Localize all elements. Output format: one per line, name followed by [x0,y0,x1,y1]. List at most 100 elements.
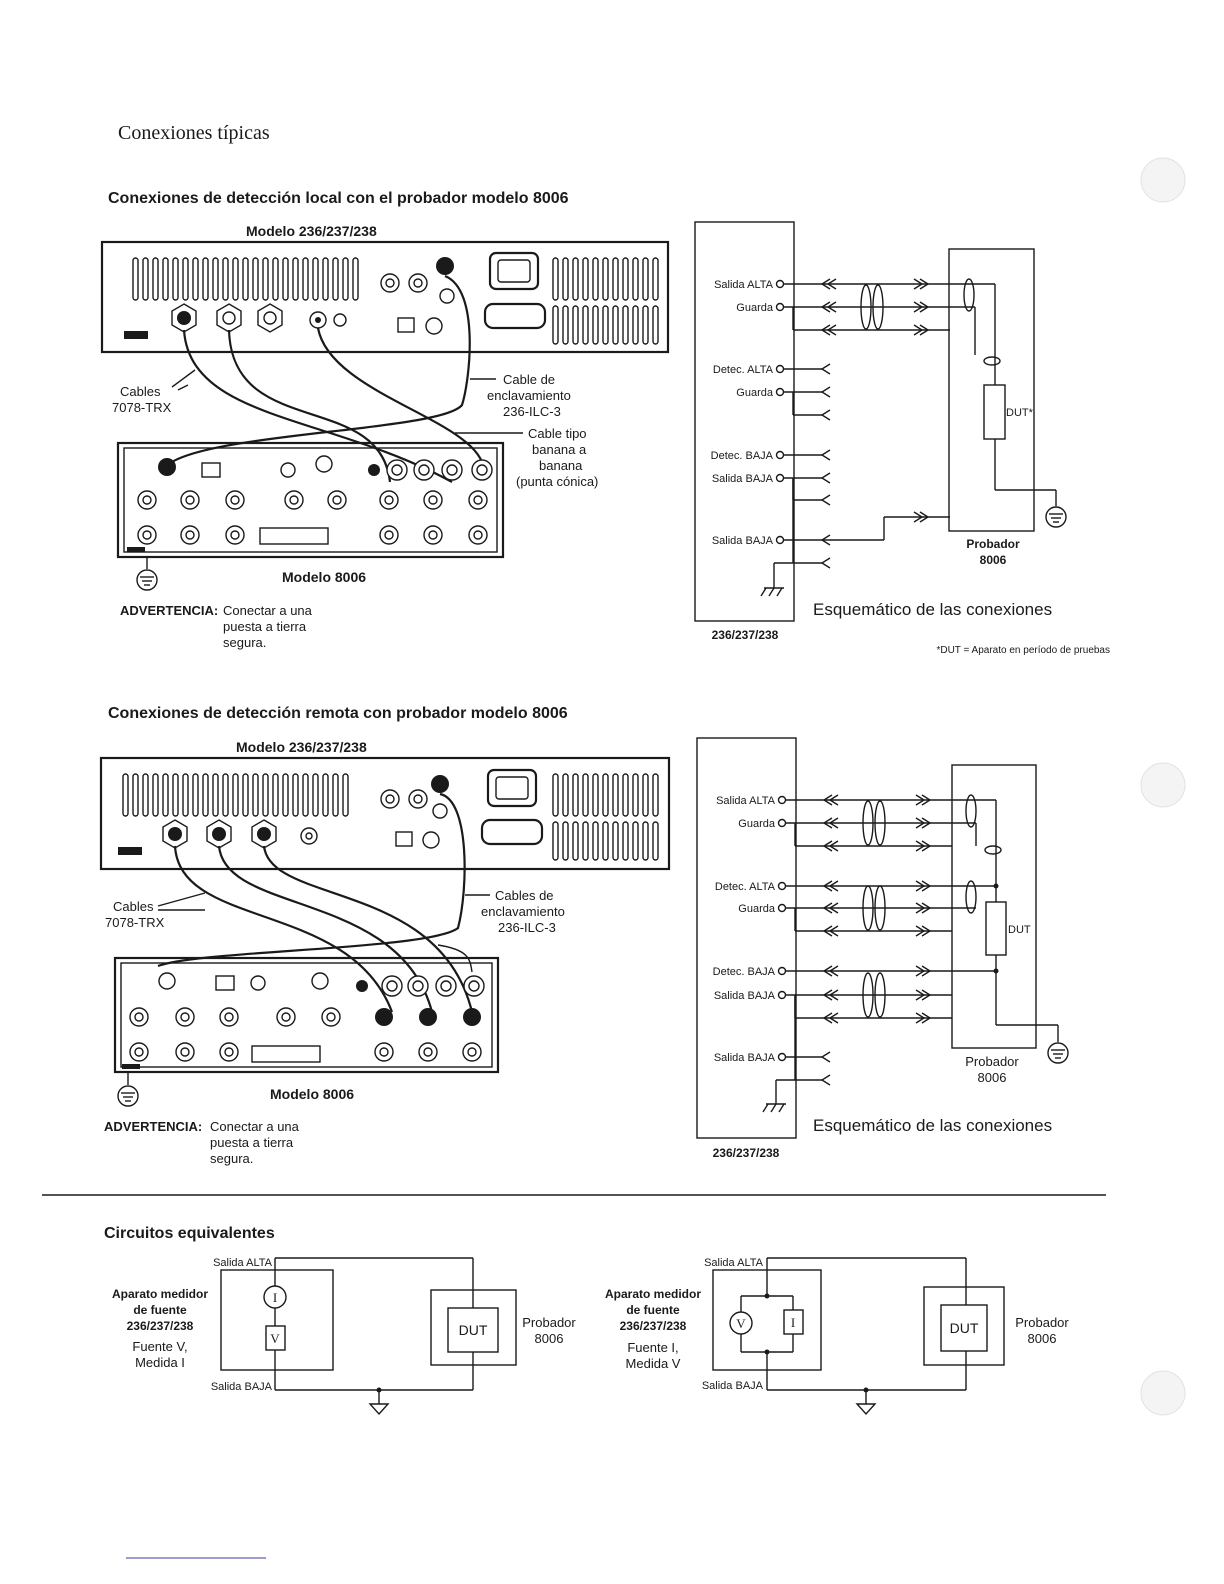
local-warning: ADVERTENCIA: Conectar a una puesta a tie… [120,603,313,650]
local-heading: Conexiones de detección local con el pro… [108,190,569,207]
trigger-in-connector [408,789,428,809]
svg-text:Detec. ALTA: Detec. ALTA [715,881,776,893]
svg-text:ADVERTENCIA:: ADVERTENCIA: [120,603,218,618]
svg-text:7078-TRX: 7078-TRX [105,915,165,930]
svg-text:I: I [273,1290,277,1305]
binding-post [413,459,435,481]
bnc-connector [280,462,296,478]
bnc-connector [300,827,318,845]
svg-text:Salida BAJA: Salida BAJA [211,1381,273,1393]
svg-text:Aparato medidor: Aparato medidor [112,1287,208,1301]
triax-connector [162,819,188,849]
cal-connector [439,288,455,304]
svg-text:segura.: segura. [223,635,266,650]
current-source-icon [783,1309,804,1335]
remote-prober-label: Probador 8006 [965,1054,1019,1085]
line-voltage-switch [395,831,413,847]
svg-text:enclavamiento: enclavamiento [487,388,571,403]
svg-text:Salida ALTA: Salida ALTA [716,795,776,807]
svg-text:Salida BAJA: Salida BAJA [702,1380,764,1392]
local-banana-label: Cable tipo banana a banana (punta cónica… [455,426,598,489]
svg-text:Fuente I,: Fuente I, [627,1340,678,1355]
svg-text:de fuente: de fuente [133,1303,187,1317]
keithley-logo [124,331,148,339]
svg-text:8006: 8006 [980,553,1007,567]
svg-text:Conectar a una: Conectar a una [223,603,313,618]
svg-text:Cable tipo: Cable tipo [528,426,587,441]
svg-text:banana: banana [539,458,583,473]
dut-label: DUT* [1006,407,1034,419]
svg-text:V: V [736,1316,746,1331]
svg-text:Detec. BAJA: Detec. BAJA [711,450,774,462]
svg-text:Detec. ALTA: Detec. ALTA [713,364,774,376]
voltage-source-icon [265,1325,286,1351]
svg-text:de fuente: de fuente [626,1303,680,1317]
svg-text:Probador: Probador [965,1054,1019,1069]
svg-text:8006: 8006 [1028,1331,1057,1346]
keithley-logo [122,1064,140,1069]
svg-text:I: I [791,1315,795,1330]
line-fuse [422,831,440,849]
binding-post [381,975,403,997]
local-instrument-label: Modelo 236/237/238 [246,223,377,239]
svg-text:Salida ALTA: Salida ALTA [213,1257,273,1269]
svg-text:Detec. BAJA: Detec. BAJA [713,966,776,978]
svg-text:(punta cónica): (punta cónica) [516,474,598,489]
svg-text:Salida BAJA: Salida BAJA [712,535,774,547]
current-meter-icon [263,1285,287,1309]
line-fuse [425,317,443,335]
svg-text:V: V [270,1331,280,1346]
warning-plate [251,1045,321,1063]
triax-jack-row [129,1007,482,1062]
svg-text:Salida BAJA: Salida BAJA [714,1052,776,1064]
ground-post [368,464,380,476]
dut-box [940,1304,988,1352]
ieee488-connector [480,818,544,846]
remote-fixture-panel [113,956,500,1074]
schematic-caption: Esquemático de las conexiones [813,600,1052,619]
dut-box [447,1307,499,1353]
bnc-connector [311,972,329,990]
instrument-label: 236/237/238 [712,628,779,642]
triax-jack-row [137,490,488,545]
interlock-connector [436,257,454,275]
prober-box [951,764,1037,1049]
svg-text:8006: 8006 [535,1331,564,1346]
power-inlet [488,251,540,291]
svg-text:Cables: Cables [120,384,161,399]
instrument-box [696,737,797,1139]
remote-cables-label: Cables 7078-TRX [105,899,165,930]
binding-post [386,459,408,481]
svg-text:Salida BAJA: Salida BAJA [714,990,776,1002]
remote-schematic: Salida ALTA Guarda Detec. ALTA Guarda De… [696,737,1069,1160]
svg-text:Cables de: Cables de [495,888,554,903]
svg-text:8006: 8006 [978,1070,1007,1085]
ieee488-connector [483,302,547,330]
ground-post [356,980,368,992]
interlock-connector [431,775,449,793]
equivalent-heading: Circuitos equivalentes [104,1225,275,1242]
vent-slots [122,773,659,861]
svg-text:enclavamiento: enclavamiento [481,904,565,919]
local-instrument-rear-panel [100,240,670,354]
equivalent-circuit-left: Salida ALTA Salida BAJA Aparato medidor … [112,1257,576,1416]
local-ground-symbol [136,557,158,591]
svg-text:236-ILC-3: 236-ILC-3 [498,920,556,935]
remote-instrument-rear-panel [99,756,671,871]
dut-footnote: *DUT = Aparato en período de pruebas [936,645,1110,656]
svg-text:Guarda: Guarda [738,818,776,830]
remote-interlock-label: Cables de enclavamiento 236-ILC-3 [465,888,565,935]
dut-box [983,384,1006,440]
cal-connector [432,803,448,819]
schematic-caption: Esquemático de las conexiones [813,1116,1052,1135]
vent-slots [132,257,659,345]
svg-text:7078-TRX: 7078-TRX [112,400,172,415]
svg-text:Guarda: Guarda [738,903,776,915]
svg-text:Guarda: Guarda [736,387,774,399]
prober-box [948,248,1035,532]
ground-post [333,313,347,327]
svg-text:236/237/238: 236/237/238 [127,1319,194,1333]
svg-text:Guarda: Guarda [736,302,774,314]
svg-text:puesta a tierra: puesta a tierra [223,619,307,634]
binding-post [441,459,463,481]
